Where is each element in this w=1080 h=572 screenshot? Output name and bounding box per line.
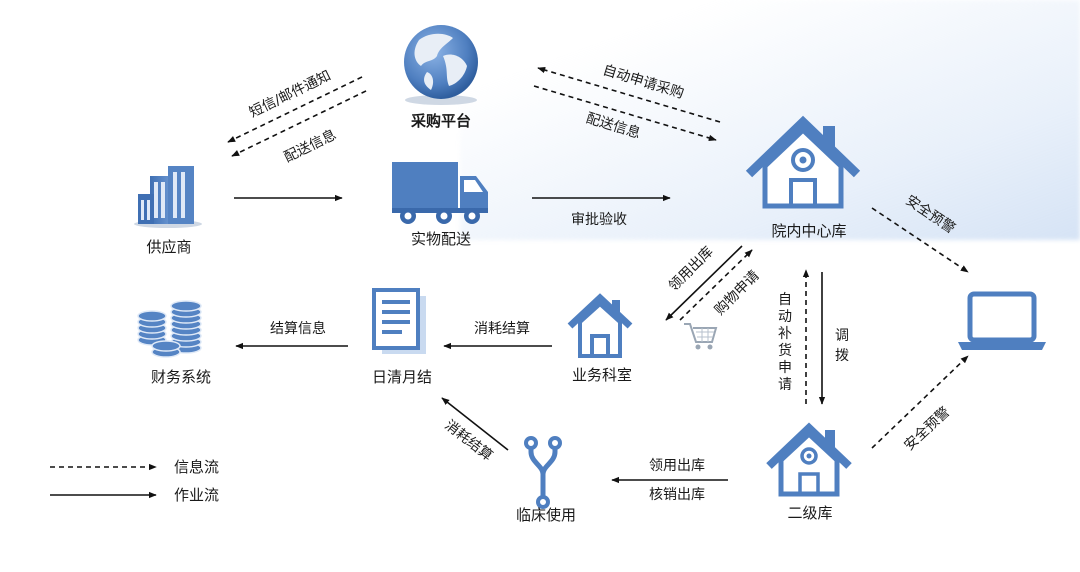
replenish-vert-char: 请 [778,377,792,393]
house-icon [567,293,633,358]
edge-label-writeoff-out: 核销出库 [649,487,705,503]
edge-issue-out-line [665,245,743,321]
edge-purchase-request-line [679,249,753,321]
legend-work-flow: 作业流 [174,486,219,504]
house-icon [745,115,861,209]
edge-sms-notice-line [227,75,365,143]
node-label-monthly: 日清月结 [372,368,432,386]
edge-label-settlement-info: 结算信息 [270,320,326,337]
truck-icon [392,162,488,224]
edge-safety-warning-bottom-line [871,355,969,449]
edge-label-auto-purchase: 自动申请采购 [601,62,686,102]
replenish-vert-char: 申 [778,360,792,376]
replenish-vert-char: 自 [778,292,792,308]
node-label-platform: 采购平台 [410,112,471,130]
legend-info-flow: 信息流 [174,458,219,476]
transfer-vert-char: 拨 [835,348,849,364]
edge-label-issue-out: 领用出库 [666,244,717,295]
edge-label-consume-settle: 消耗结算 [474,321,530,337]
edge-label-transfer: 调拨 [835,328,849,364]
edge-label-safety-warning-bottom: 安全预警 [901,403,954,454]
edge-label-delivery-info-left: 配送信息 [281,126,339,166]
edge-delivery-info-left-line [231,89,369,157]
edge-safety-warning-top-line [871,207,969,273]
edge-label-auto-replenish: 自动补货申请 [778,292,792,393]
coins-icon [137,300,202,358]
branch-icon [524,436,562,509]
node-label-dept: 业务科室 [572,366,632,384]
node-label-delivery: 实物配送 [411,230,471,248]
edge-label-safety-warning-top: 安全预警 [903,192,959,237]
edge-auto-purchase-line [537,66,721,123]
node-label-secondary: 二级库 [787,504,832,522]
node-label-supplier: 供应商 [146,238,191,256]
globe-icon [404,25,478,105]
edge-label-purchase-request: 购物申请 [712,268,763,319]
document-icon [372,288,426,354]
edge-label-approval: 审批验收 [571,212,627,228]
house-icon [766,422,852,497]
replenish-vert-char: 货 [778,342,792,359]
node-label-central: 院内中心库 [771,222,846,240]
edge-label-delivery-info-right: 配送信息 [584,109,643,142]
edge-label-consume-settle-clinical: 消耗结算 [441,417,495,464]
replenish-vert-char: 动 [778,309,792,325]
cart-icon [684,323,718,350]
edge-label-issue-out-2: 领用出库 [649,458,705,474]
edge-delivery-info-right-line [533,85,717,142]
edge-label-sms-notice: 短信/邮件通知 [246,67,333,121]
building-icon [134,166,202,228]
replenish-vert-char: 补 [778,326,792,342]
node-label-clinical: 临床使用 [516,506,576,524]
transfer-vert-char: 调 [835,328,849,344]
laptop-icon [958,291,1046,350]
edge-consume-settle-clinical-line [441,397,509,451]
node-label-finance: 财务系统 [151,368,211,386]
